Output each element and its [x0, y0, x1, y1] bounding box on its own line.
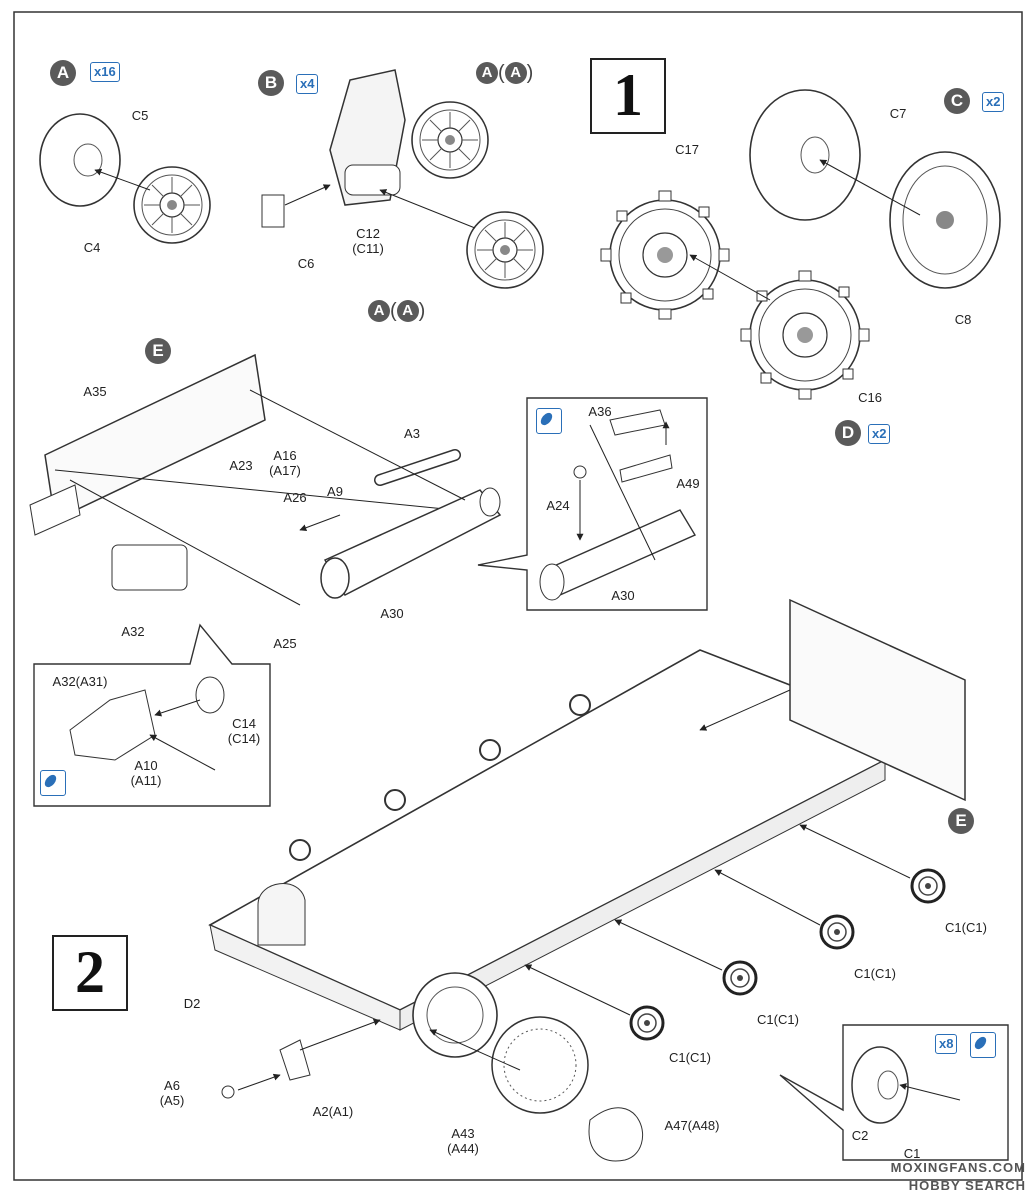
part-label-a10: A10 (A11) — [130, 758, 162, 788]
paint-icon-inset-c2 — [970, 1032, 996, 1058]
part-label-a32-a31: A32(A31) — [52, 674, 108, 689]
sprue-d-badge: D — [835, 420, 861, 446]
paren-open: ( — [498, 62, 505, 85]
sprue-a-letter: A — [476, 62, 498, 85]
part-label-a16: A16 (A17) — [269, 448, 301, 478]
part-label-d2: D2 — [183, 996, 201, 1011]
sprue-a-paren-a-top: A(A) — [476, 62, 534, 85]
paint-icon-inset-a32 — [40, 770, 66, 796]
quantity-x4-badge: x4 — [296, 74, 319, 94]
part-label-c8: C8 — [954, 312, 972, 327]
idler-c7-drawing — [749, 89, 861, 221]
sprue-a-paren-letter: A — [504, 62, 527, 85]
part-label-c1-3: C1(C1) — [757, 1012, 799, 1027]
idler-c8-drawing — [889, 151, 1001, 289]
step-number-1: 1 — [590, 58, 666, 134]
part-label-c16: C16 — [858, 390, 882, 405]
part-label-a49: A49 — [676, 476, 700, 491]
sprue-a-paren-letter: A — [396, 300, 419, 323]
quantity-x2-c-badge: x2 — [982, 92, 1005, 112]
part-label-c4: C4 — [83, 240, 101, 255]
subassembly-e-badge-bottom: E — [948, 808, 974, 834]
sprue-a-badge: A — [50, 60, 76, 86]
part-label-c2: C2 — [851, 1128, 869, 1143]
part-label-a24: A24 — [546, 498, 570, 513]
inset-a32-detail — [33, 623, 271, 807]
part-label-a43: A43 (A44) — [447, 1126, 479, 1156]
part-label-a35: A35 — [83, 384, 107, 399]
part-label-c17: C17 — [675, 142, 699, 157]
sprocket-c17-drawing — [600, 190, 730, 320]
rear-plate-assembly-drawing — [29, 353, 502, 606]
inset-c2-detail — [779, 1024, 1009, 1161]
bogie-assembly-drawing — [261, 69, 544, 289]
paren-open: ( — [390, 300, 397, 323]
paren-close: ) — [418, 300, 426, 323]
sprue-c-badge: C — [944, 88, 970, 114]
small-parts-a2-a6-drawing — [221, 1018, 381, 1099]
part-label-a23: A23 — [229, 458, 253, 473]
return-rollers-drawing — [524, 824, 946, 1041]
inset-a30-detail — [477, 397, 708, 611]
paren-close: ) — [526, 62, 534, 85]
paint-icon-inset-a30 — [536, 408, 562, 434]
part-label-c1-1: C1(C1) — [945, 920, 987, 935]
part-label-c1-4: C1(C1) — [669, 1050, 711, 1065]
part-label-c5: C5 — [131, 108, 149, 123]
part-label-c1-2: C1(C1) — [854, 966, 896, 981]
part-label-a25: A25 — [273, 636, 297, 651]
quantity-x8-badge: x8 — [935, 1034, 958, 1054]
road-wheel-c5-drawing — [39, 113, 211, 244]
part-label-c12: C12 (C11) — [352, 226, 384, 256]
subassembly-e-badge-top: E — [145, 338, 171, 364]
sprue-a-paren-a-bottom: A(A) — [368, 300, 426, 323]
part-label-a6: A6 (A5) — [159, 1078, 185, 1108]
watermark-line-2: HOBBY SEARCH — [908, 1178, 1026, 1193]
quantity-x2-d-badge: x2 — [868, 424, 891, 444]
sprue-b-badge: B — [258, 70, 284, 96]
part-label-c6: C6 — [297, 256, 315, 271]
part-label-a2: A2(A1) — [312, 1104, 354, 1119]
hull-drawing — [208, 598, 966, 1058]
quantity-x16-badge: x16 — [90, 62, 120, 82]
part-label-a3: A3 — [404, 426, 420, 441]
part-label-a26: A26 — [283, 490, 307, 505]
part-label-a30-inset: A30 — [611, 588, 635, 603]
part-label-a36: A36 — [588, 404, 612, 419]
sprocket-c16-drawing — [740, 270, 870, 400]
part-label-a32: A32 — [121, 624, 145, 639]
step-number-2: 2 — [52, 935, 128, 1011]
watermark-line-1: MOXINGFANS.COM — [890, 1160, 1026, 1175]
final-drive-a43-drawing — [429, 1016, 644, 1162]
sprue-a-letter: A — [368, 300, 390, 323]
part-label-c7: C7 — [889, 106, 907, 121]
part-label-c1: C1 — [903, 1146, 921, 1161]
part-label-a47: A47(A48) — [664, 1118, 720, 1133]
part-label-a30: A30 — [380, 606, 404, 621]
part-label-c14: C14 (C14) — [227, 716, 261, 746]
part-label-a9: A9 — [327, 484, 343, 499]
